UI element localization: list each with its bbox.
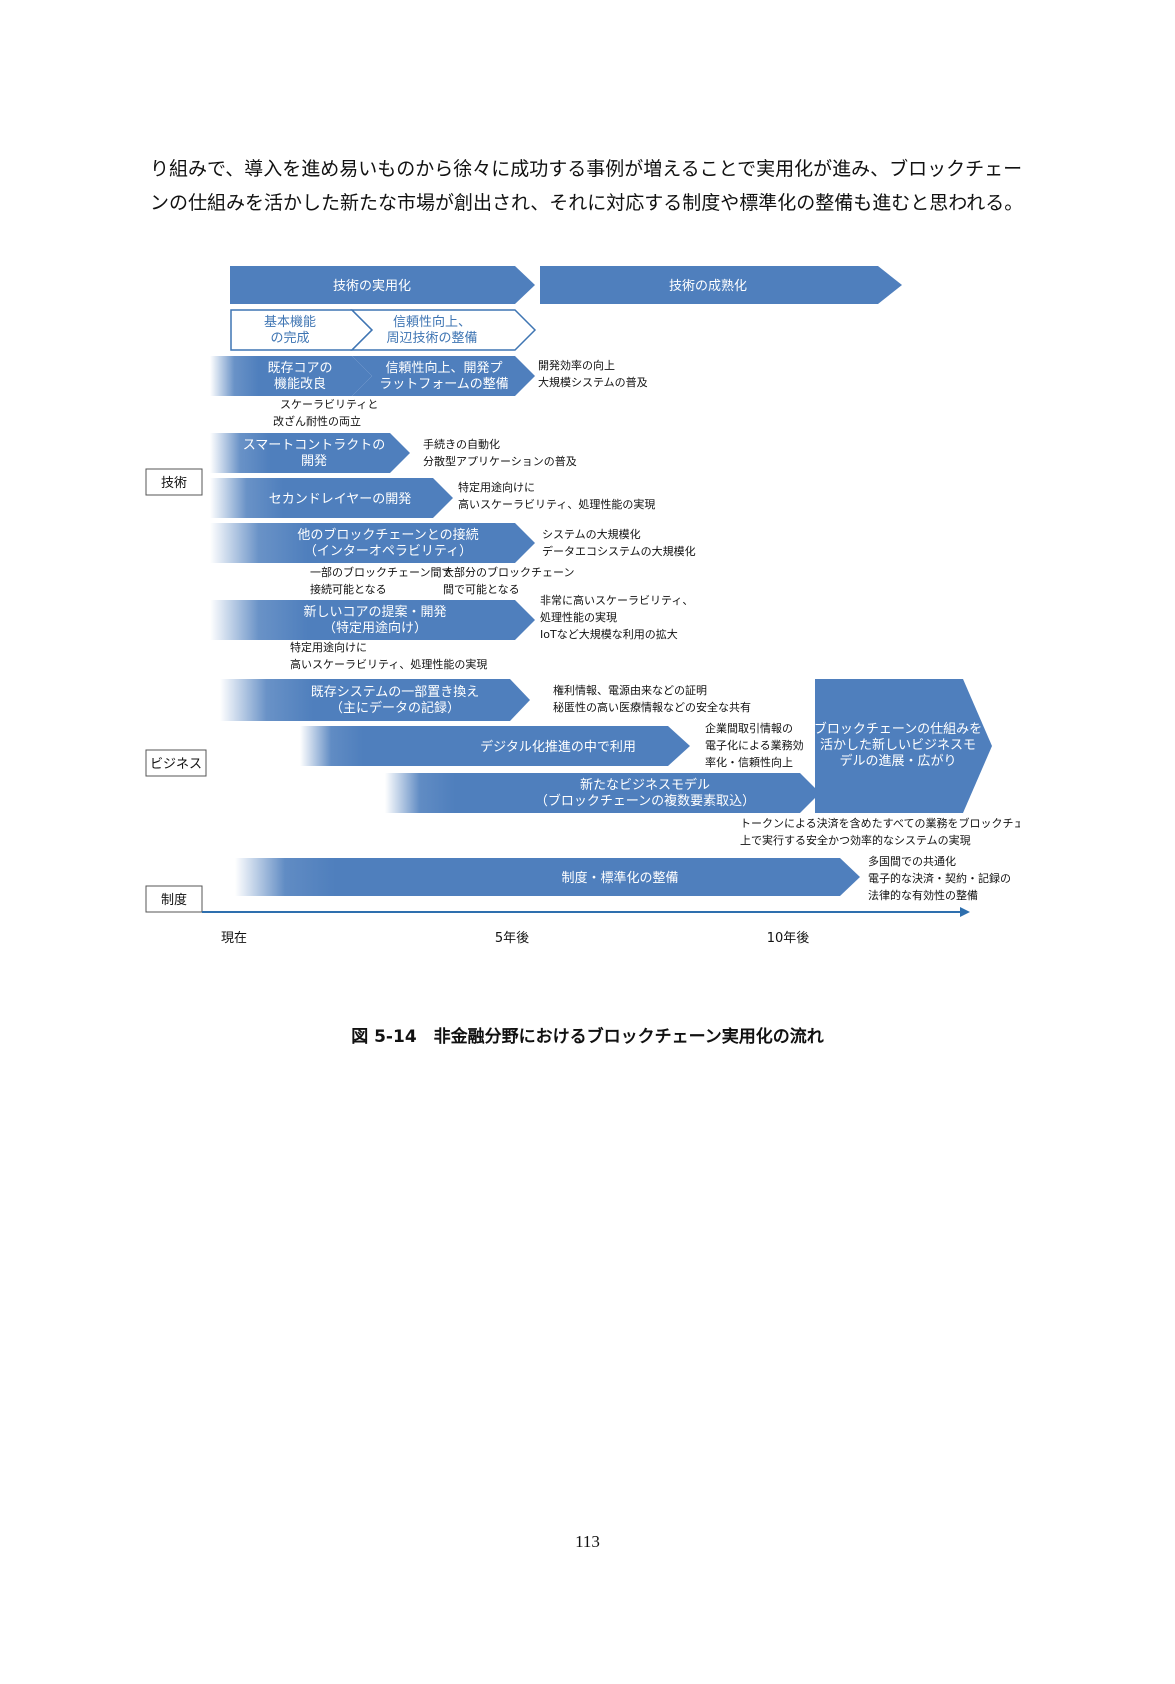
- note-rights-proof: 権利情報、電源由来などの証明: [553, 683, 707, 697]
- arrow-partial-replacement: [220, 679, 530, 721]
- note-token-2: 上で実行する安全かつ効率的なシステムの実現: [740, 833, 971, 847]
- note-some-chains-1: 一部のブロックチェーン間で: [310, 565, 452, 579]
- big-arrow-line2: 活かした新しいビジネスモ: [820, 737, 976, 753]
- note-b2b-3: 率化・信頼性向上: [705, 755, 793, 769]
- arrow-new-business-spread: [815, 679, 992, 813]
- arrow-core-improvement: [210, 356, 372, 396]
- side-label-system: 制度: [145, 885, 203, 913]
- outline-arrow-reliability: [350, 309, 537, 351]
- outline-arrow-2-line2: 周辺技術の整備: [386, 330, 477, 346]
- note-iot: IoTなど大規模な利用の拡大: [540, 627, 678, 641]
- arrow-second-layer: [210, 478, 453, 518]
- note-second-layer-1: 特定用途向けに: [458, 480, 535, 494]
- note-high-scalability-1: 非常に高いスケーラビリティ、: [540, 593, 693, 607]
- note-scalability-2: 改ざん耐性の両立: [273, 414, 361, 428]
- note-most-chains-2: 間で可能となる: [443, 582, 520, 596]
- note-special-use-2: 高いスケーラビリティ、処理性能の実現: [290, 657, 487, 671]
- big-arrow-line3: デルの進展・広がり: [839, 753, 956, 769]
- note-b2b-2: 電子化による業務効: [705, 738, 804, 752]
- figure-caption: 図 5-14 非金融分野におけるブロックチェーン実用化の流れ: [351, 1027, 824, 1047]
- blockchain-roadmap-diagram: 技術 ビジネス 制度 技術の実用化 技術の成熟化 基本機能 の完成 信頼性向上、…: [145, 266, 1020, 946]
- timeline-5years: 5年後: [495, 931, 529, 946]
- note-most-chains-1: 大部分のブロックチェーン: [443, 565, 574, 579]
- note-multilateral: 多国間での共通化: [868, 854, 956, 868]
- timeline-10years: 10年後: [767, 931, 810, 946]
- note-special-use-1: 特定用途向けに: [290, 640, 367, 654]
- phase-arrow-practical: [230, 266, 535, 304]
- timeline-arrowhead: [960, 907, 970, 917]
- phase-arrow-maturity: [540, 266, 902, 304]
- body-text-line-1: り組みで、導入を進め易いものから徐々に成功する事例が増えることで実用化が進み、ブ…: [150, 158, 1023, 180]
- core-arrow-2-line1: 信頼性向上、開発プ: [385, 360, 502, 376]
- smart-contract-line1: スマートコントラクトの: [243, 438, 386, 453]
- arrow-standardization: [235, 858, 860, 896]
- new-core-line1: 新しいコアの提案・開発: [303, 604, 446, 620]
- arrow-dev-platform: [352, 356, 535, 396]
- second-layer-label: セカンドレイヤーの開発: [269, 492, 412, 507]
- new-biz-line1: 新たなビジネスモデル: [580, 777, 710, 793]
- arrow-new-core: [210, 600, 535, 640]
- outline-arrow-1-line1: 基本機能: [264, 315, 316, 330]
- outline-arrow-2-line1: 信頼性向上、: [393, 314, 471, 330]
- note-b2b-1: 企業間取引情報の: [705, 721, 793, 735]
- new-biz-line2: （ブロックチェーンの複数要素取込）: [535, 793, 755, 809]
- note-electronic-contract: 電子的な決済・契約・記録の: [868, 871, 1011, 885]
- note-data-ecosystem: データエコシステムの大規模化: [542, 544, 696, 558]
- core-arrow-1-line2: 機能改良: [274, 376, 326, 392]
- side-label-business: ビジネス: [145, 749, 207, 777]
- side-label-business-text: ビジネス: [150, 757, 202, 772]
- note-dapps: 分散型アプリケーションの普及: [423, 454, 577, 468]
- standardization-label: 制度・標準化の整備: [561, 870, 678, 886]
- digitalization-label: デジタル化推進の中で利用: [480, 739, 636, 755]
- note-legal-validity: 法律的な有効性の整備: [868, 888, 978, 902]
- note-scalability-1: スケーラビリティと: [280, 398, 378, 411]
- phase-practical-label: 技術の実用化: [333, 278, 411, 294]
- core-arrow-2-line2: ラットフォームの整備: [379, 376, 509, 392]
- side-label-tech-text: 技術: [161, 476, 187, 491]
- page-number: 113: [575, 1532, 600, 1551]
- outline-arrow-1-line2: の完成: [270, 331, 309, 346]
- arrow-smart-contract: [210, 433, 410, 473]
- phase-maturity-label: 技術の成熟化: [669, 278, 747, 294]
- timeline-now: 現在: [221, 931, 247, 946]
- biz-arrow-1-line2: （主にデータの記録）: [330, 700, 460, 716]
- interop-line2: （インターオペラビリティ）: [304, 544, 472, 559]
- side-label-tech: 技術: [145, 468, 203, 496]
- body-text-line-2: ンの仕組みを活かした新たな市場が創出され、それに対応する制度や標準化の整備も進む…: [150, 192, 1024, 214]
- new-core-line2: （特定用途向け）: [323, 620, 427, 636]
- note-medical-info: 秘匿性の高い医療情報などの安全な共有: [553, 700, 751, 714]
- arrow-digitalization: [300, 726, 690, 766]
- core-arrow-1-line1: 既存コアの: [267, 361, 332, 376]
- side-label-system-text: 制度: [161, 892, 187, 908]
- note-dev-efficiency: 開発効率の向上: [538, 358, 615, 372]
- note-high-scalability-2: 処理性能の実現: [540, 610, 617, 624]
- note-second-layer-2: 高いスケーラビリティ、処理性能の実現: [458, 497, 655, 511]
- note-large-scale: 大規模システムの普及: [538, 375, 648, 389]
- biz-arrow-1-line1: 既存システムの一部置き換え: [311, 685, 480, 700]
- big-arrow-line1: ブロックチェーンの仕組みを: [814, 721, 982, 737]
- smart-contract-line2: 開発: [301, 454, 327, 469]
- arrow-new-business-model: [385, 773, 820, 813]
- note-system-scale: システムの大規模化: [542, 527, 641, 541]
- note-some-chains-2: 接続可能となる: [310, 582, 387, 596]
- note-automation: 手続きの自動化: [423, 437, 500, 451]
- arrow-interoperability: [210, 523, 535, 563]
- interop-line1: 他のブロックチェーンとの接続: [297, 527, 478, 543]
- note-token-1: トークンによる決済を含めたすべての業務をブロックチェーン: [740, 816, 1020, 830]
